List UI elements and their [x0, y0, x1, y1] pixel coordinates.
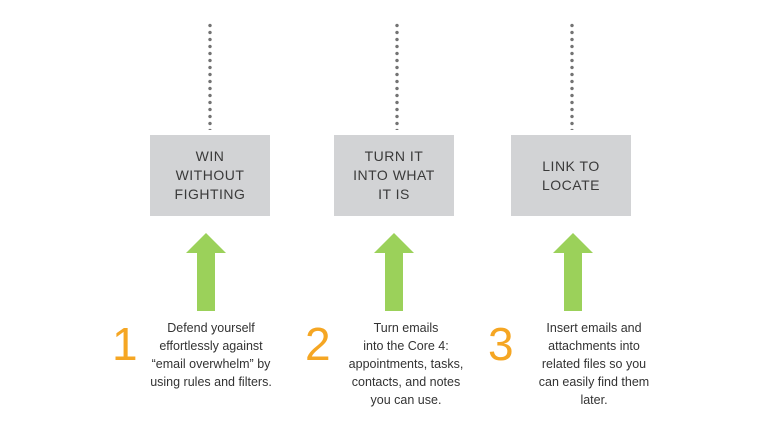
step-1-number: 1 — [112, 318, 138, 370]
step-2-box: TURN IT INTO WHAT IT IS — [334, 135, 454, 216]
dotted-connector-2 — [395, 22, 399, 130]
step-3-description: Insert emails and attachments into relat… — [538, 321, 650, 407]
step-3-title: LINK TO LOCATE — [542, 157, 600, 193]
step-1-title: WIN WITHOUT FIGHTING — [174, 148, 246, 202]
step-3-number: 3 — [488, 318, 514, 370]
step-2-description: Turn emails into the Core 4: appointment… — [348, 321, 464, 407]
step-3-box: LINK TO LOCATE — [511, 135, 631, 216]
up-arrow-icon — [374, 233, 414, 311]
step-2-number: 2 — [305, 318, 331, 370]
step-1-box: WIN WITHOUT FIGHTING — [150, 135, 270, 216]
up-arrow-icon — [186, 233, 226, 311]
up-arrow-icon — [553, 233, 593, 311]
dotted-connector-1 — [208, 22, 212, 130]
step-1-description: Defend yourself effortlessly against “em… — [150, 321, 272, 389]
step-2-title: TURN IT INTO WHAT IT IS — [353, 148, 435, 202]
dotted-connector-3 — [570, 22, 574, 130]
